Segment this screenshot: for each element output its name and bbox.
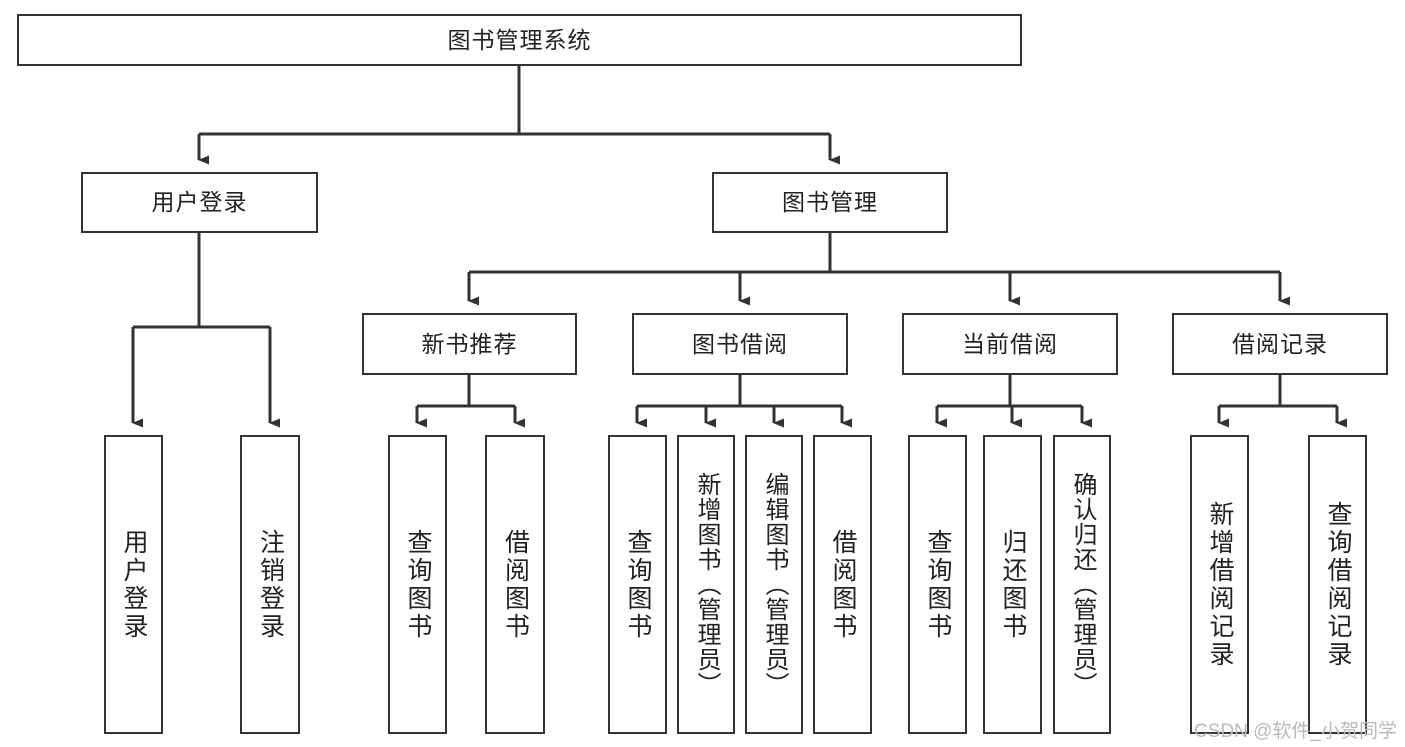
- node-new-book-recommend[interactable]: 新书推荐: [362, 313, 577, 375]
- node-leaf-add-book-label: 新增图书（管理员）: [693, 472, 720, 697]
- node-leaf-query-book-3[interactable]: 查询图书: [908, 435, 967, 734]
- node-leaf-query-book-2[interactable]: 查询图书: [608, 435, 667, 734]
- node-leaf-logout[interactable]: 注销登录: [240, 435, 300, 734]
- node-user-login[interactable]: 用户登录: [81, 172, 318, 233]
- node-leaf-edit-book[interactable]: 编辑图书（管理员）: [745, 435, 803, 734]
- node-user-login-label: 用户登录: [151, 189, 248, 216]
- node-leaf-query-record-label: 查询借阅记录: [1324, 500, 1352, 669]
- node-leaf-add-record[interactable]: 新增借阅记录: [1190, 435, 1249, 734]
- node-book-manage-label: 图书管理: [782, 189, 878, 216]
- node-root-label: 图书管理系统: [447, 26, 592, 53]
- node-borrow-record[interactable]: 借阅记录: [1172, 313, 1388, 375]
- watermark: CSDN @软件_小贺同学: [1194, 721, 1397, 742]
- node-leaf-query-book-2-label: 查询图书: [624, 528, 652, 641]
- node-leaf-edit-book-label: 编辑图书（管理员）: [761, 472, 788, 697]
- node-leaf-confirm-return-label: 确认归还（管理员）: [1069, 472, 1096, 697]
- node-leaf-borrow-book-2-label: 借阅图书: [829, 528, 857, 641]
- node-leaf-query-book-1[interactable]: 查询图书: [388, 435, 447, 734]
- node-leaf-borrow-book-2[interactable]: 借阅图书: [813, 435, 872, 734]
- node-leaf-add-record-label: 新增借阅记录: [1206, 500, 1234, 669]
- node-leaf-return-book-label: 归还图书: [999, 528, 1027, 641]
- node-leaf-add-book[interactable]: 新增图书（管理员）: [677, 435, 735, 734]
- node-book-borrow-label: 图书借阅: [692, 330, 788, 357]
- node-book-manage[interactable]: 图书管理: [712, 172, 948, 233]
- node-leaf-user-login[interactable]: 用户登录: [104, 435, 163, 734]
- node-new-book-recommend-label: 新书推荐: [421, 330, 518, 357]
- node-root[interactable]: 图书管理系统: [17, 14, 1022, 66]
- node-borrow-record-label: 借阅记录: [1232, 330, 1328, 357]
- node-leaf-return-book[interactable]: 归还图书: [983, 435, 1042, 734]
- node-leaf-logout-label: 注销登录: [256, 528, 285, 641]
- node-leaf-user-login-label: 用户登录: [120, 528, 148, 641]
- node-current-borrow-label: 当前借阅: [962, 330, 1058, 357]
- node-leaf-borrow-book-1-label: 借阅图书: [501, 528, 530, 641]
- node-leaf-confirm-return[interactable]: 确认归还（管理员）: [1053, 435, 1111, 734]
- node-current-borrow[interactable]: 当前借阅: [902, 313, 1118, 375]
- node-leaf-query-record[interactable]: 查询借阅记录: [1308, 435, 1367, 734]
- node-leaf-query-book-3-label: 查询图书: [924, 528, 952, 641]
- node-leaf-query-book-1-label: 查询图书: [404, 528, 432, 641]
- node-book-borrow[interactable]: 图书借阅: [632, 313, 848, 375]
- node-leaf-borrow-book-1[interactable]: 借阅图书: [485, 435, 545, 734]
